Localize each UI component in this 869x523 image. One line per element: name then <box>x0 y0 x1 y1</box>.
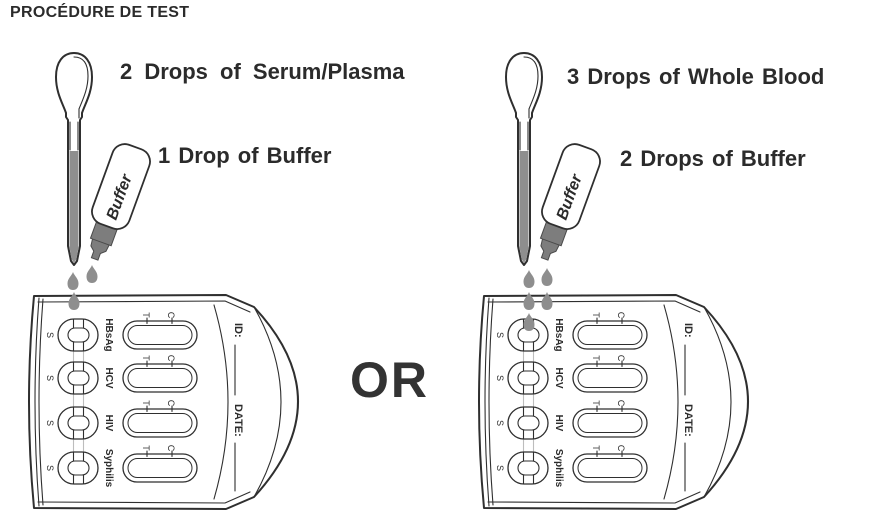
test-row-hcv: S HCV T C <box>45 355 198 395</box>
test-line-label: T <box>141 355 151 361</box>
id-date-panel: ID: DATE: <box>232 323 244 492</box>
right-drops <box>523 268 553 331</box>
right-pipette <box>505 52 543 266</box>
right-pipette-liquid <box>519 151 529 263</box>
test-row-hcv: S HCV T C <box>495 355 648 395</box>
blood-drop <box>523 270 535 288</box>
test-row-hiv: S HIV T C <box>45 400 198 440</box>
left-sample-instruction: 2 Drops of Serum/Plasma <box>120 59 405 84</box>
serum-drop <box>67 272 79 290</box>
date-label: DATE: <box>682 404 694 437</box>
sample-well <box>517 370 540 386</box>
control-line-label: C <box>616 445 626 452</box>
control-line-label: C <box>616 400 626 407</box>
id-label: ID: <box>682 323 694 338</box>
sample-well-label: S <box>45 375 55 381</box>
test-name: Syphilis <box>553 449 564 488</box>
test-line-label: T <box>141 400 151 406</box>
right-buffer-bottle: Buffer <box>539 143 601 261</box>
right-sample-instruction: 3 Drops of Whole Blood <box>567 64 825 89</box>
test-row-syphilis: S Syphilis T C <box>495 445 648 488</box>
sample-well <box>67 460 90 476</box>
sample-well <box>67 415 90 431</box>
right-buffer-instruction: 2 Drops of Buffer <box>620 146 806 171</box>
blood-drop-in-well <box>523 313 535 331</box>
test-name: HCV <box>103 367 114 388</box>
sample-well-label: S <box>45 465 55 471</box>
test-row-hbsag: S HBsAg T C <box>495 312 648 352</box>
control-line-label: C <box>166 445 176 452</box>
test-line-label: T <box>591 400 601 406</box>
id-label: ID: <box>232 323 244 338</box>
test-name: HIV <box>553 415 564 432</box>
sample-well-label: S <box>495 375 505 381</box>
page-title: PROCÉDURE DE TEST <box>10 4 190 21</box>
control-line-label: C <box>616 355 626 362</box>
sample-well <box>67 327 90 343</box>
test-name: HBsAg <box>553 318 564 351</box>
test-row-syphilis: S Syphilis T C <box>45 445 198 488</box>
test-row-hbsag: S HBsAg T C <box>45 312 198 352</box>
left-pipette-liquid <box>69 151 79 263</box>
left-drops <box>67 265 98 310</box>
sample-well-label: S <box>495 465 505 471</box>
test-line-label: T <box>591 445 601 451</box>
left-pipette <box>55 52 93 266</box>
test-line-label: T <box>141 312 151 318</box>
buffer-drop <box>86 265 98 283</box>
or-divider-label: OR <box>350 352 429 408</box>
left-buffer-instruction: 1 Drop of Buffer <box>158 143 332 168</box>
test-line-label: T <box>591 312 601 318</box>
left-buffer-bottle: Buffer <box>89 143 151 261</box>
sample-well-label: S <box>45 332 55 338</box>
control-line-label: C <box>166 312 176 319</box>
test-line-label: T <box>141 445 151 451</box>
right-cassette: S HBsAg T C S HCV T <box>478 294 749 510</box>
test-name: HIV <box>103 415 114 432</box>
sample-well-label: S <box>495 332 505 338</box>
id-date-panel: ID: DATE: <box>682 323 694 492</box>
test-line-label: T <box>591 355 601 361</box>
buffer-drop <box>541 292 553 310</box>
control-line-label: C <box>616 312 626 319</box>
sample-well <box>517 415 540 431</box>
sample-well-label: S <box>495 420 505 426</box>
bottle-body <box>541 143 601 230</box>
test-name: Syphilis <box>103 449 114 488</box>
date-label: DATE: <box>232 404 244 437</box>
test-name: HBsAg <box>103 318 114 351</box>
sample-well <box>67 370 90 386</box>
control-line-label: C <box>166 355 176 362</box>
sample-well <box>517 460 540 476</box>
buffer-drop <box>541 268 553 286</box>
left-cassette: S HBsAg T C S HCV T <box>28 294 299 510</box>
bottle-body <box>91 143 151 230</box>
test-row-hiv: S HIV T C <box>495 400 648 440</box>
test-name: HCV <box>553 367 564 388</box>
sample-well-label: S <box>45 420 55 426</box>
blood-drop <box>523 292 535 310</box>
control-line-label: C <box>166 400 176 407</box>
serum-drop <box>68 292 80 310</box>
